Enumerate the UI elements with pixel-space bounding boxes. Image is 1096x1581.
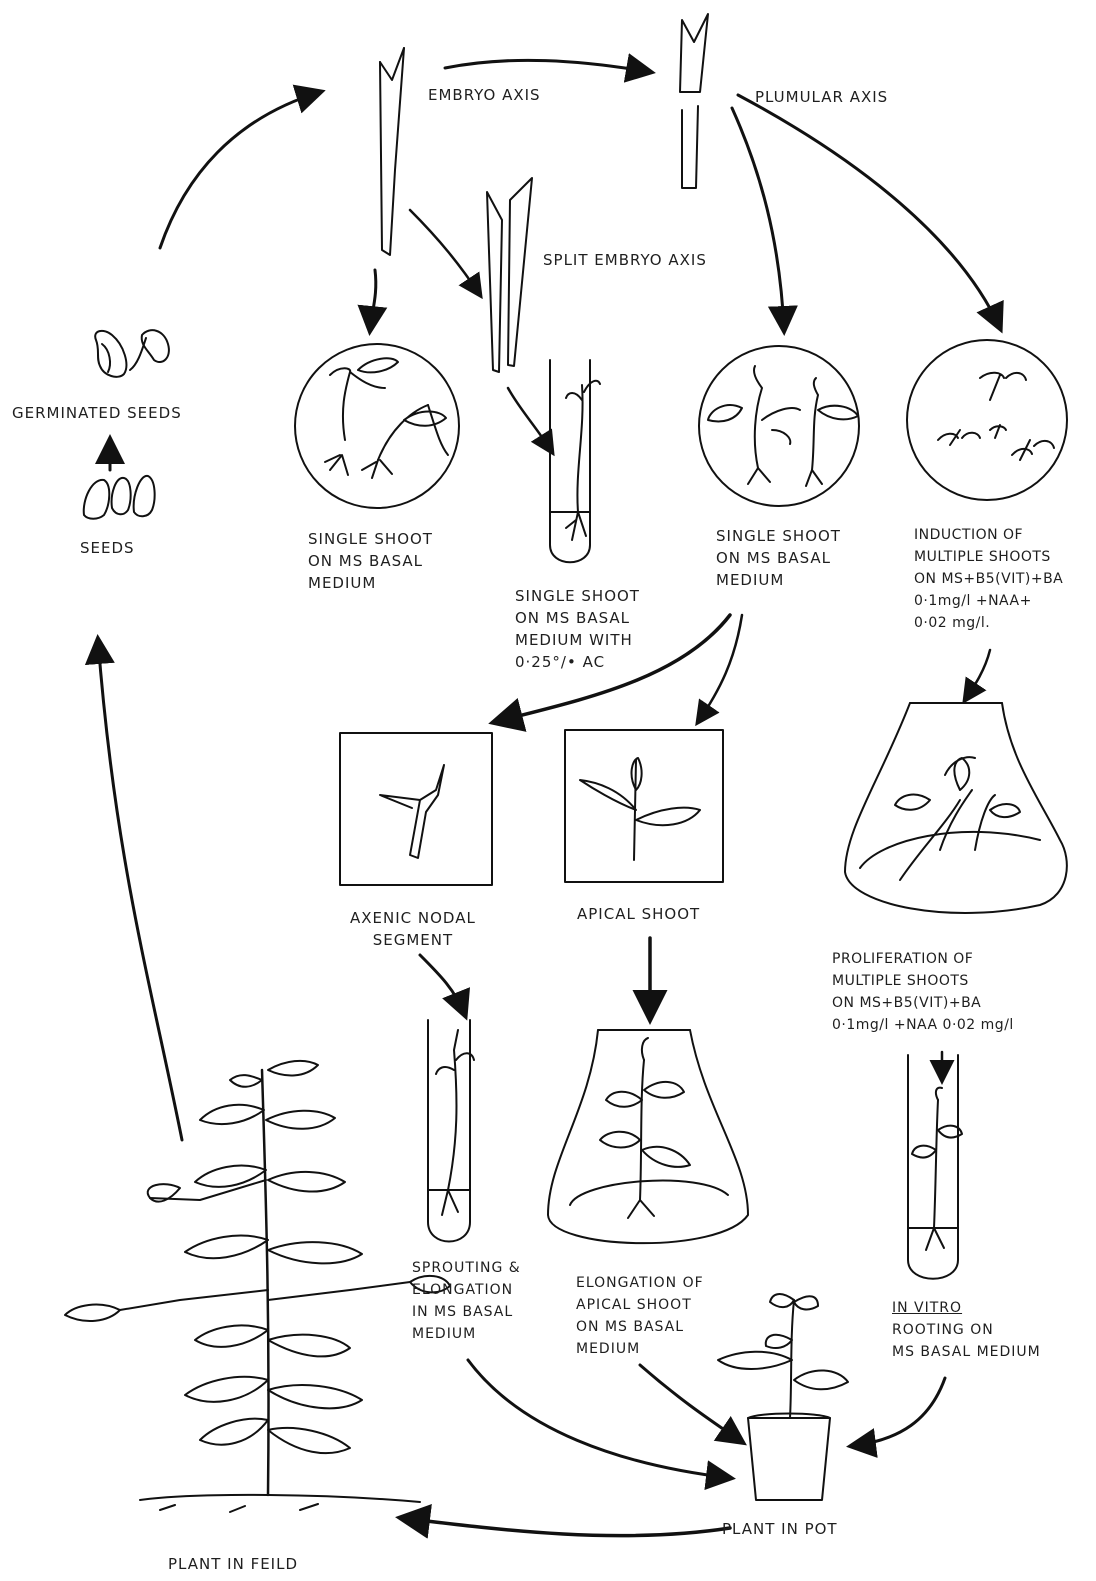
label-induction-multiple-shoots: INDUCTION OF MULTIPLE SHOOTS ON MS+B5(VI… (914, 524, 1063, 634)
embryo-axis-illustration (380, 48, 404, 255)
arrow-split-to-tube (508, 388, 552, 452)
axenic-nodal-box (340, 733, 492, 885)
arrow-embryo-to-split (410, 210, 480, 295)
label-apical-shoot: APICAL SHOOT (577, 903, 700, 925)
arrow-field-to-seeds (98, 640, 182, 1140)
single-shoot-dish-2 (699, 346, 859, 506)
arrow-rooting-to-pot (852, 1378, 945, 1446)
label-plant-in-pot: PLANT IN POT (722, 1518, 838, 1540)
elongation-flask (548, 1030, 748, 1243)
label-proliferation: PROLIFERATION OF MULTIPLE SHOOTS ON MS+B… (832, 948, 1014, 1036)
arrow-nodal-to-sprouting (420, 955, 465, 1015)
apical-shoot-box (565, 730, 723, 882)
germinated-seeds-illustration (95, 330, 169, 377)
plumular-axis-illustration (680, 14, 708, 188)
label-plumular-axis: PLUMULAR AXIS (755, 86, 888, 108)
multiple-shoots-dish (907, 340, 1067, 500)
label-seeds: SEEDS (80, 537, 135, 559)
arrow-embryo-to-single-shoot (370, 270, 376, 330)
arrow-embryo-to-plumular (445, 60, 650, 72)
label-axenic-nodal-segment: AXENIC NODAL SEGMENT (350, 907, 476, 951)
arrow-pot-to-field (402, 1518, 730, 1536)
single-shoot-dish-1 (295, 344, 459, 508)
plant-in-field (65, 1061, 450, 1512)
label-split-embryo-axis: SPLIT EMBRYO AXIS (543, 249, 707, 271)
label-elongation: ELONGATION OF APICAL SHOOT ON MS BASAL M… (576, 1272, 704, 1360)
rooting-test-tube (908, 1055, 962, 1279)
label-plant-in-field: PLANT IN FEILD (168, 1553, 298, 1575)
arrow-sprouting-to-pot (468, 1360, 730, 1478)
arrow-elongation-to-pot (640, 1365, 742, 1442)
label-single-shoot-2: SINGLE SHOOT ON MS BASAL MEDIUM (716, 525, 841, 591)
label-in-vitro-rooting: IN VITRO ROOTING ON MS BASAL MEDIUM (892, 1297, 1041, 1363)
proliferation-flask (845, 703, 1067, 913)
seeds-illustration (84, 476, 155, 519)
plant-in-pot (718, 1294, 848, 1500)
label-single-shoot-ac: SINGLE SHOOT ON MS BASAL MEDIUM WITH 0·2… (515, 585, 640, 673)
arrow-seeds-to-embryo (160, 92, 320, 248)
arrow-shoot-to-apical (698, 615, 742, 722)
label-embryo-axis: EMBRYO AXIS (428, 84, 541, 106)
test-tube-ac (550, 360, 600, 562)
split-embryo-axis-illustration (487, 178, 532, 372)
arrow-plumular-to-multiple (738, 95, 1000, 328)
label-sprouting: SPROUTING & ELONGATION IN MS BASAL MEDIU… (412, 1257, 521, 1345)
sprouting-test-tube (428, 1020, 474, 1242)
arrow-induction-to-proliferation (965, 650, 990, 700)
label-germinated-seeds: GERMINATED SEEDS (12, 402, 182, 424)
arrow-plumular-to-single-shoot (732, 108, 784, 330)
label-single-shoot-1: SINGLE SHOOT ON MS BASAL MEDIUM (308, 528, 433, 594)
